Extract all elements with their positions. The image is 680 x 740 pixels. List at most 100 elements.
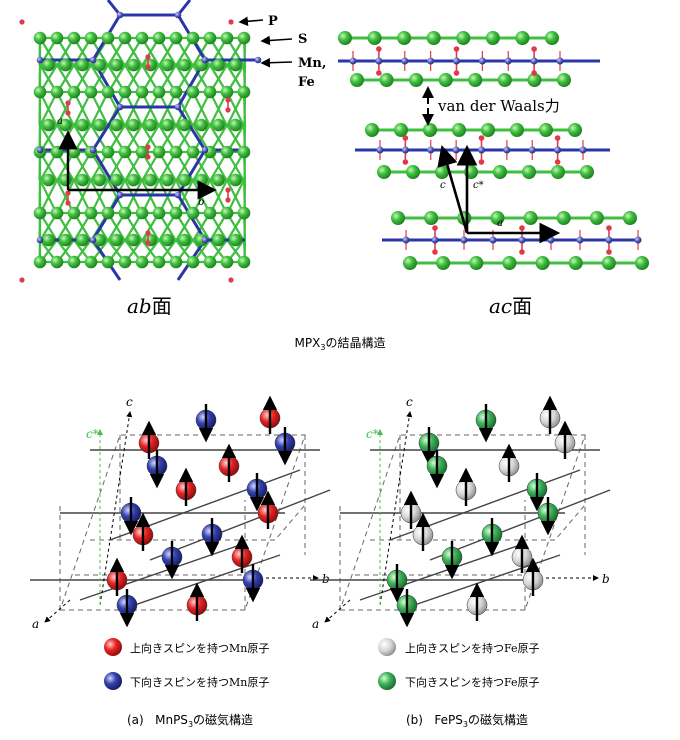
- metal-atom: [518, 236, 526, 244]
- p-label: P: [268, 14, 278, 29]
- metal-atom: [116, 103, 124, 111]
- spin-down-atom: [426, 450, 448, 489]
- axis-b-label: b: [602, 572, 610, 586]
- spin-up-atom: [522, 557, 544, 596]
- axis-b-label: b: [322, 572, 330, 586]
- sulfur-atom: [42, 173, 55, 187]
- sulfur-atom: [178, 173, 191, 187]
- sulfur-atom: [59, 118, 72, 132]
- sulfur-atom: [367, 31, 382, 45]
- axis-c-arrow: [379, 411, 413, 606]
- fe-up-swatch: [378, 638, 396, 656]
- phosphorus-atom: [19, 277, 25, 283]
- sulfur-atom: [110, 233, 123, 247]
- metal-atom: [376, 146, 384, 154]
- sulfur-atom: [178, 233, 191, 247]
- metal-atom: [116, 191, 124, 199]
- sulfur-atom: [212, 58, 225, 72]
- sulfur-atom: [161, 173, 174, 187]
- sulfur-atom: [84, 85, 98, 99]
- metal-atom: [89, 236, 97, 244]
- legend-fe-down-text: 下向きスピンを持つFe原子: [405, 675, 540, 689]
- phosphorus-atom: [432, 249, 438, 255]
- phosphorus-atom: [225, 197, 231, 203]
- sulfur-atom: [229, 118, 242, 132]
- sulfur-atom: [403, 256, 417, 270]
- sulfur-atom: [135, 85, 149, 99]
- metal-atom: [349, 57, 357, 65]
- sulfur-atom: [220, 31, 234, 45]
- phosphorus-atom: [65, 200, 71, 206]
- sulfur-atom: [426, 31, 441, 45]
- sulfur-atom: [127, 233, 140, 247]
- metal-atom: [174, 11, 182, 19]
- axis-cstar-label: c*: [366, 427, 379, 441]
- phosphorus-atom: [554, 135, 561, 141]
- sulfur-atom: [203, 206, 217, 220]
- axis-c-label: c: [406, 395, 413, 409]
- sulfur-atom: [237, 255, 251, 269]
- ac-layer: [338, 31, 600, 87]
- ab-axes: a b: [57, 116, 217, 208]
- sulfur-atom: [67, 145, 81, 159]
- ac-layer: [382, 211, 649, 270]
- phosphorus-atom: [432, 225, 438, 231]
- sulfur-atom: [76, 118, 89, 132]
- feps3-magnetic-panel: c c* b a: [310, 395, 611, 631]
- legend-fe-down: 下向きスピンを持つFe原子: [378, 672, 540, 690]
- spin-down-atom: [396, 589, 418, 628]
- metal-atom: [254, 56, 262, 64]
- spin-up-atom: [138, 420, 160, 459]
- spin-down-atom: [274, 427, 296, 466]
- spin-up-atom: [218, 443, 240, 482]
- atom-key: P S Mn, Fe: [228, 14, 326, 90]
- sulfur-atom: [42, 58, 55, 72]
- sulfur-atom: [237, 31, 251, 45]
- ac-axes: c c* a: [437, 144, 561, 244]
- spin-down-atom: [526, 473, 548, 512]
- metal-atom: [605, 236, 613, 244]
- spin-down-atom: [386, 564, 408, 603]
- sulfur-atom: [93, 173, 106, 187]
- sulfur-atom: [67, 255, 81, 269]
- metal-atom: [431, 236, 439, 244]
- ac-plane-label: ac面: [489, 294, 532, 318]
- sulfur-atom: [93, 58, 106, 72]
- sulfur-atom: [76, 233, 89, 247]
- spin-down-atom: [537, 497, 559, 536]
- phosphorus-atom: [145, 230, 151, 236]
- sulfur-atom: [195, 173, 208, 187]
- phosphorus-atom: [519, 225, 525, 231]
- sulfur-atom: [203, 31, 217, 45]
- mn-down-swatch: [104, 672, 122, 690]
- metal-atom: [36, 236, 44, 244]
- sulfur-atom: [152, 31, 166, 45]
- ab-plane-panel: a b P S Mn, Fe ab面: [19, 0, 326, 318]
- metal-atom: [174, 191, 182, 199]
- axis-a-label: a: [312, 617, 319, 631]
- metal-atom: [489, 236, 497, 244]
- sulfur-atom: [67, 85, 81, 99]
- sulfur-atom: [101, 145, 115, 159]
- spin-up-atom: [106, 557, 128, 596]
- sulfur-atom: [118, 255, 132, 269]
- axis-a-arrow: [44, 599, 71, 623]
- sulfur-atom: [76, 173, 89, 187]
- sulfur-atom: [568, 256, 583, 270]
- phosphorus-atom: [606, 249, 612, 255]
- metal-atom: [36, 56, 44, 64]
- sulfur-atom: [135, 255, 149, 269]
- sulfur-atom: [152, 255, 166, 269]
- axis-a-label: a: [32, 617, 39, 631]
- phosphorus-atom: [225, 187, 231, 193]
- sulfur-atom: [220, 145, 234, 159]
- phosphorus-atom: [606, 225, 612, 231]
- spin-down-atom: [195, 404, 217, 443]
- metal-atom: [201, 56, 209, 64]
- sulfur-atom: [379, 73, 394, 87]
- sulfur-atom: [490, 211, 505, 225]
- fe-label: Fe: [298, 75, 315, 90]
- sulfur-atom: [481, 123, 495, 137]
- ab-atoms: [19, 11, 262, 283]
